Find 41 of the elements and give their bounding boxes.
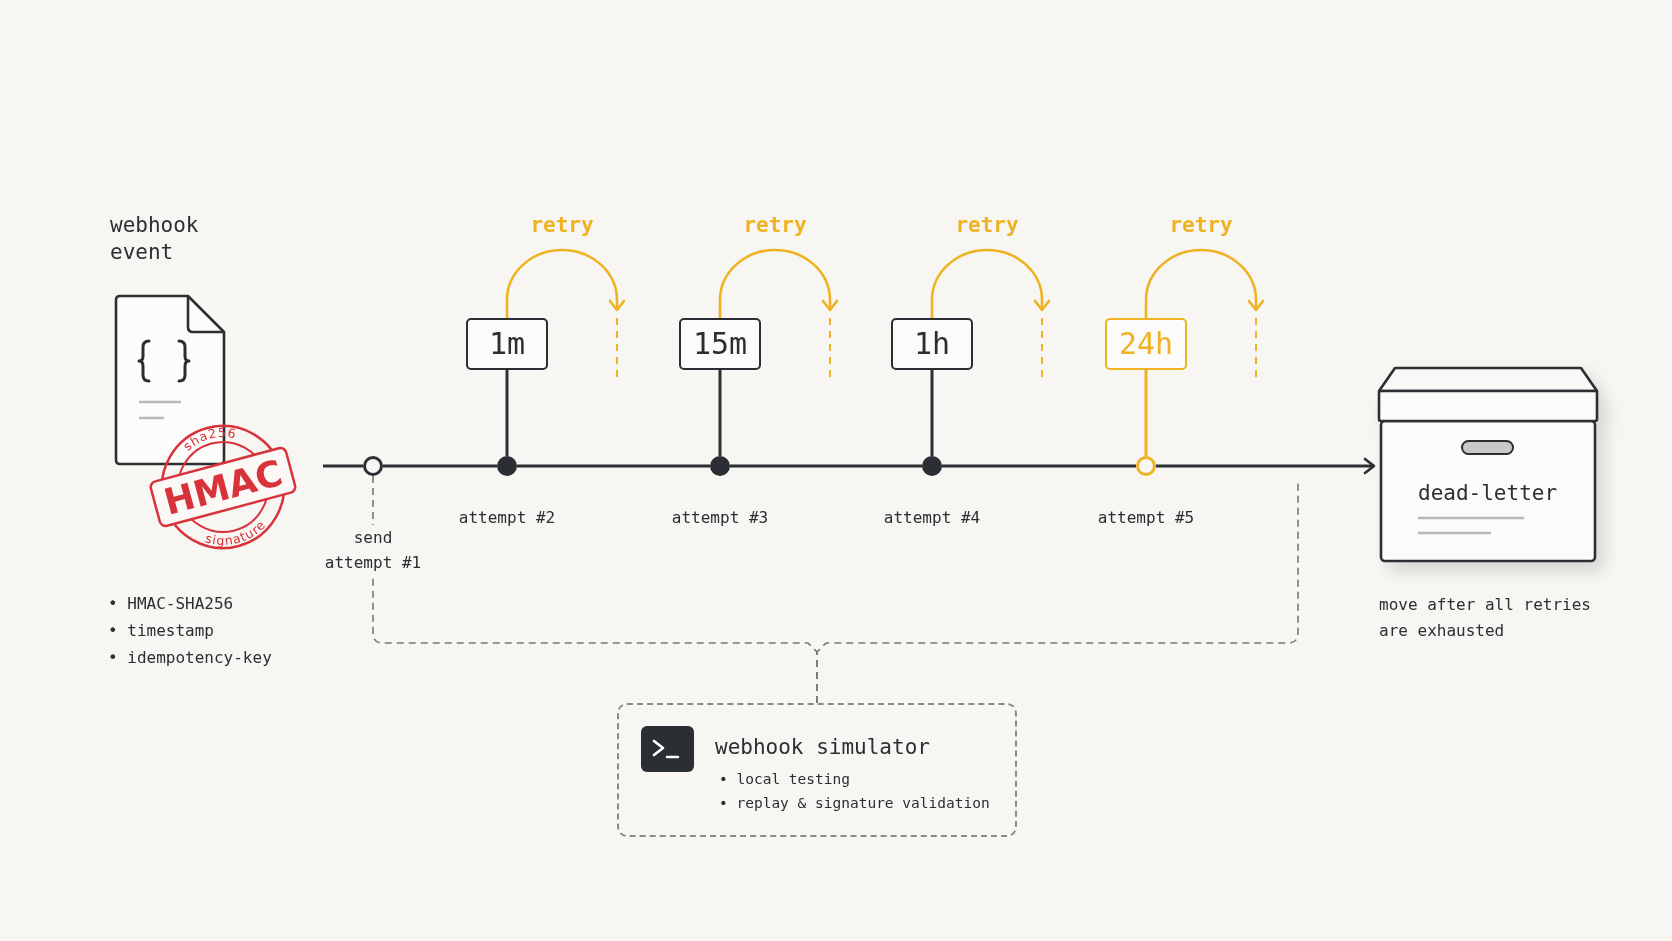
list-item: • replay & signature validation: [719, 794, 990, 813]
delay-box: 15m: [679, 318, 761, 370]
node-title: webhook simulator: [715, 734, 930, 760]
connector-line: [930, 370, 934, 456]
curved-arrow: [505, 248, 626, 318]
node-heading: webhook event: [110, 212, 200, 266]
connector-line: [1144, 370, 1148, 456]
curved-arrow: [718, 248, 839, 318]
dashed-connector-line: [372, 475, 374, 526]
marker-label: attempt #3: [670, 507, 770, 529]
marker-label: send attempt #1: [323, 525, 423, 575]
timeline-line: [517, 464, 710, 468]
list-item: • HMAC-SHA256: [108, 593, 235, 615]
marker-label: attempt #5: [1096, 507, 1196, 529]
connector-line: [718, 370, 722, 456]
timeline-line: [730, 464, 922, 468]
timeline-marker: [922, 456, 942, 476]
list-item: • local testing: [719, 770, 851, 789]
timeline-marker: [497, 456, 517, 476]
node-caption: move after all retries are exhausted: [1379, 594, 1592, 642]
timeline-line: [942, 464, 1136, 468]
list-item: • idempotency-key: [108, 647, 272, 669]
marker-label: attempt #2: [457, 507, 557, 529]
delay-box: 1h: [891, 318, 973, 370]
connector-line: [505, 370, 509, 456]
stamp-text: HMAC: [159, 452, 287, 523]
timeline-marker: [363, 456, 383, 476]
dashed-panel: [617, 703, 1017, 837]
marker-label: attempt #4: [882, 507, 982, 529]
dashed-connector-line: [816, 482, 1299, 704]
timeline-marker: [1136, 456, 1156, 476]
node-label: dead-letter: [1418, 480, 1558, 506]
list-item: • timestamp: [108, 620, 215, 642]
delay-box: 1m: [466, 318, 548, 370]
timeline-marker: [710, 456, 730, 476]
timeline-line: [383, 464, 497, 468]
timeline-line: [323, 464, 363, 468]
curved-arrow: [1144, 248, 1265, 318]
delay-box: 24h: [1105, 318, 1187, 370]
curved-arrow: [930, 248, 1051, 318]
timeline-arrow: [1156, 457, 1376, 475]
